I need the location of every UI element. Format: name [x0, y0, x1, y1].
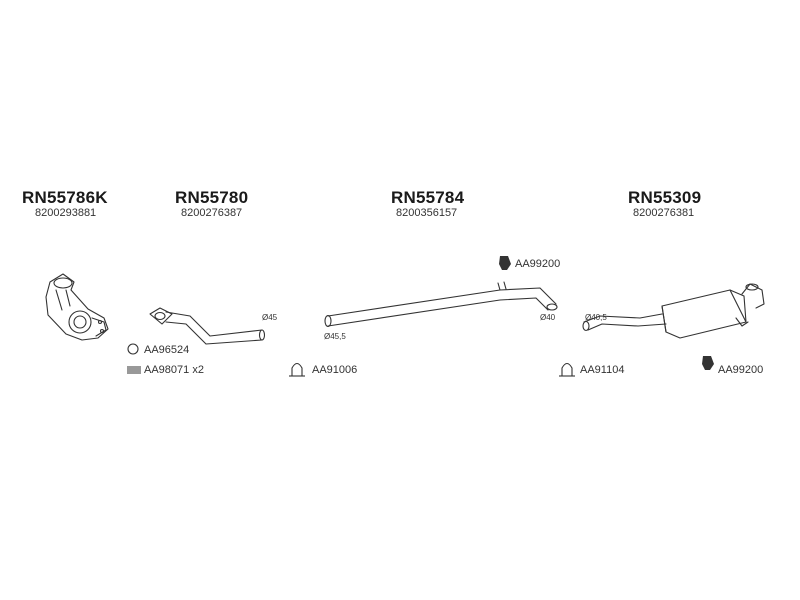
catalytic-converter-icon [45, 273, 109, 341]
dimension-front-pipe: Ø45 [262, 313, 278, 322]
dimension-rear-silencer-inlet: Ø40,5 [585, 313, 607, 322]
part-code-rear-silencer: RN55309 [628, 188, 702, 207]
rubber-hanger-icon [702, 356, 714, 370]
ring-gasket-icon [127, 343, 139, 355]
dimension-middle-pipe-inlet: Ø45,5 [324, 332, 346, 341]
oem-number-front-pipe: 8200276387 [181, 207, 243, 219]
spring-icon [127, 366, 141, 374]
rubber-hanger-icon [499, 256, 511, 270]
part-code-middle-pipe: RN55784 [391, 188, 465, 207]
clamp-icon [289, 362, 305, 377]
middle-pipe-icon [324, 281, 558, 328]
accessory-label-hanger-middle: AA99200 [515, 258, 561, 270]
part-code-front-pipe: RN55780 [175, 188, 249, 207]
accessory-label-hanger-rear: AA99200 [718, 364, 764, 376]
part-code-catalyst: RN55786K [22, 188, 108, 207]
clamp-icon [559, 362, 575, 377]
accessory-label-clamp-front: AA91006 [312, 364, 358, 376]
oem-number-middle-pipe: 8200356157 [396, 207, 458, 219]
accessory-label-clamp-rear: AA91104 [580, 364, 625, 376]
front-pipe-icon [149, 307, 266, 345]
accessory-label-spring: AA98071 x2 [144, 364, 204, 376]
dimension-middle-pipe-outlet: Ø40 [540, 313, 556, 322]
oem-number-catalyst: 8200293881 [35, 207, 97, 219]
oem-number-rear-silencer: 8200276381 [633, 207, 695, 219]
rear-silencer-icon [582, 283, 765, 339]
accessory-label-ring-gasket: AA96524 [144, 344, 190, 356]
